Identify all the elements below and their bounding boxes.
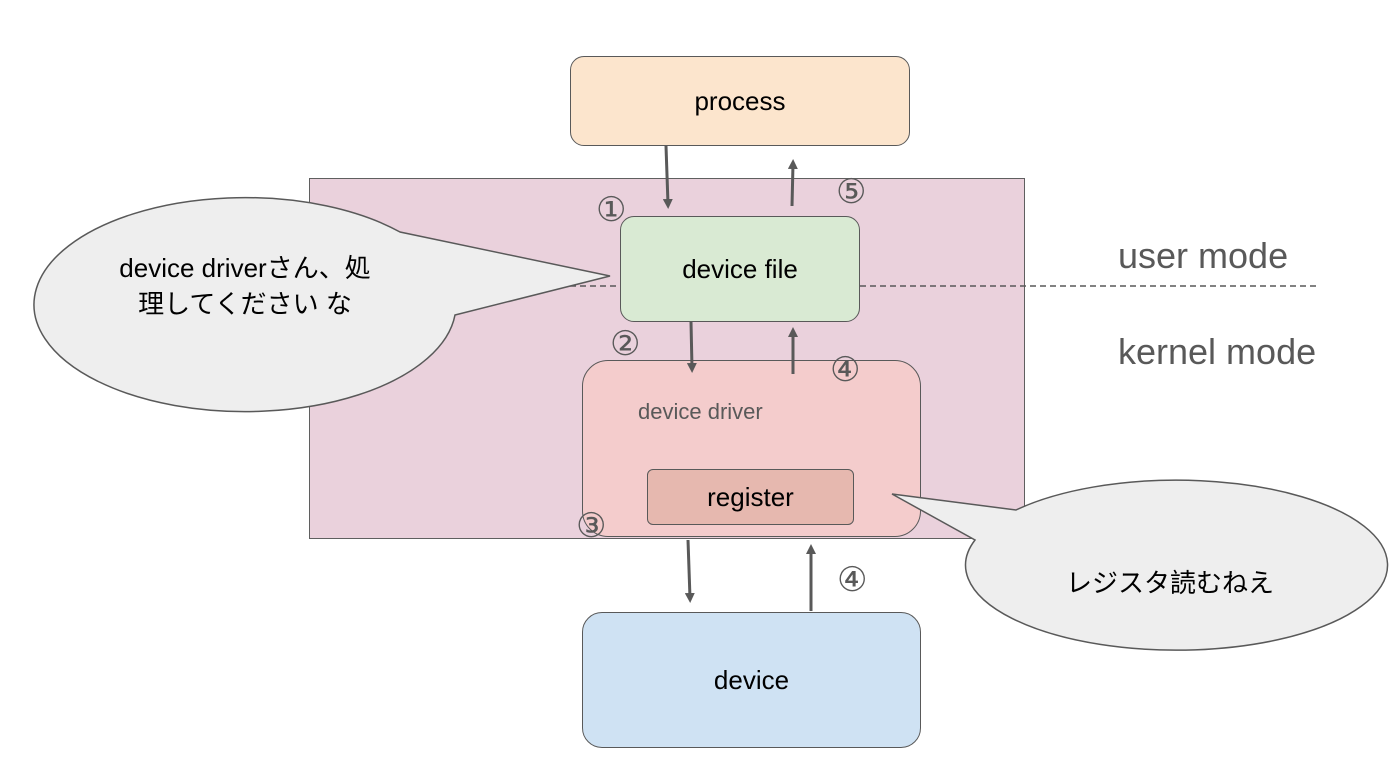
- process-node: process: [570, 56, 910, 146]
- speech-bubble-left: [33, 196, 611, 413]
- step-3-label: ③: [576, 507, 607, 545]
- arrow-device-file-to-process: [787, 159, 798, 207]
- speech-bubble-right-text: レジスタ読むねえ: [1065, 568, 1274, 598]
- step-1-label: ①: [596, 191, 627, 229]
- device-driver-node: device driver register: [582, 360, 921, 537]
- register-label: register: [707, 481, 794, 512]
- device-label: device: [713, 664, 790, 695]
- arrow-process-to-device-file: [662, 145, 673, 209]
- speech-bubble-left-text: device driverさん、処理してください な: [119, 253, 371, 319]
- register-node: register: [647, 469, 854, 525]
- kernel-mode-label: kernel mode: [1118, 331, 1317, 372]
- device-driver-label: device driver: [638, 399, 763, 424]
- step-5-label: ⑤: [836, 173, 867, 211]
- step-4-upper-label: ④: [830, 351, 861, 389]
- device-file-node: device file: [620, 216, 860, 322]
- arrow-device-file-to-driver: [686, 321, 697, 373]
- process-label: process: [694, 85, 786, 116]
- user-mode-label: user mode: [1118, 235, 1289, 276]
- step-2-label: ②: [610, 325, 641, 363]
- device-node: device: [582, 612, 921, 748]
- speech-bubble-right: [891, 479, 1389, 651]
- arrow-driver-to-device: [684, 539, 695, 603]
- step-4-lower-label: ④: [837, 561, 868, 599]
- device-file-label: device file: [682, 253, 798, 284]
